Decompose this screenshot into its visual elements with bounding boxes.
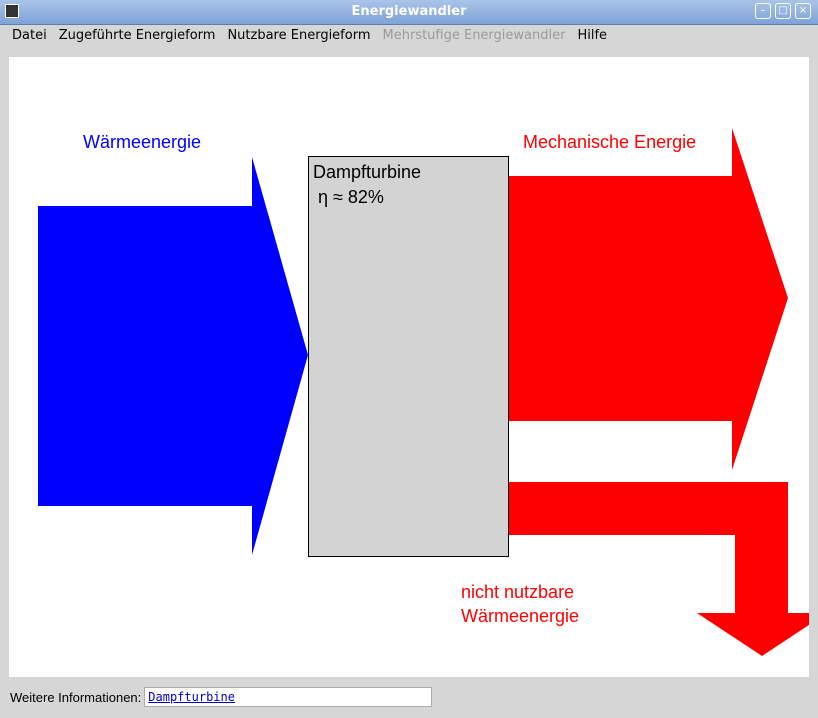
menu-bar: Datei Zugeführte Energieform Nutzbare En…	[6, 28, 613, 43]
input-label: Wärmeenergie	[83, 132, 202, 152]
info-label: Weitere Informationen:	[10, 689, 142, 705]
output-energy-arrow	[509, 128, 788, 470]
info-link[interactable]: Dampfturbine	[148, 690, 235, 704]
efficiency: η ≈ 82%	[318, 187, 384, 207]
menu-nutzbare-energieform[interactable]: Nutzbare Energieform	[227, 28, 371, 43]
footer: Weitere Informationen: Dampfturbine	[10, 687, 433, 707]
close-button[interactable]: ×	[795, 3, 811, 19]
output-label: Mechanische Energie	[523, 132, 697, 152]
converter-name: Dampfturbine	[313, 162, 422, 182]
loss-label-line2: Wärmeenergie	[461, 606, 580, 626]
menu-datei[interactable]: Datei	[12, 28, 47, 43]
window-title: Energiewandler	[351, 4, 467, 19]
converter-box[interactable]	[308, 156, 509, 557]
menu-hilfe[interactable]: Hilfe	[577, 28, 608, 43]
menu-mehrstufige-energiewandler: Mehrstufige Energiewandler	[382, 28, 566, 43]
info-field[interactable]: Dampfturbine	[144, 687, 433, 707]
app-icon[interactable]	[5, 4, 19, 18]
menu-zugefuehrte-energieform[interactable]: Zugeführte Energieform	[58, 28, 216, 43]
title-bar: Energiewandler – □ ×	[0, 0, 818, 25]
loss-label-line1: nicht nutzbare	[461, 582, 575, 602]
input-energy-arrow	[38, 157, 308, 555]
diagram-canvas: Wärmeenergie Mechanische Energie Dampftu…	[9, 57, 809, 677]
minimize-button[interactable]: –	[755, 3, 771, 19]
maximize-button[interactable]: □	[775, 3, 791, 19]
loss-energy-arrow	[509, 482, 809, 656]
